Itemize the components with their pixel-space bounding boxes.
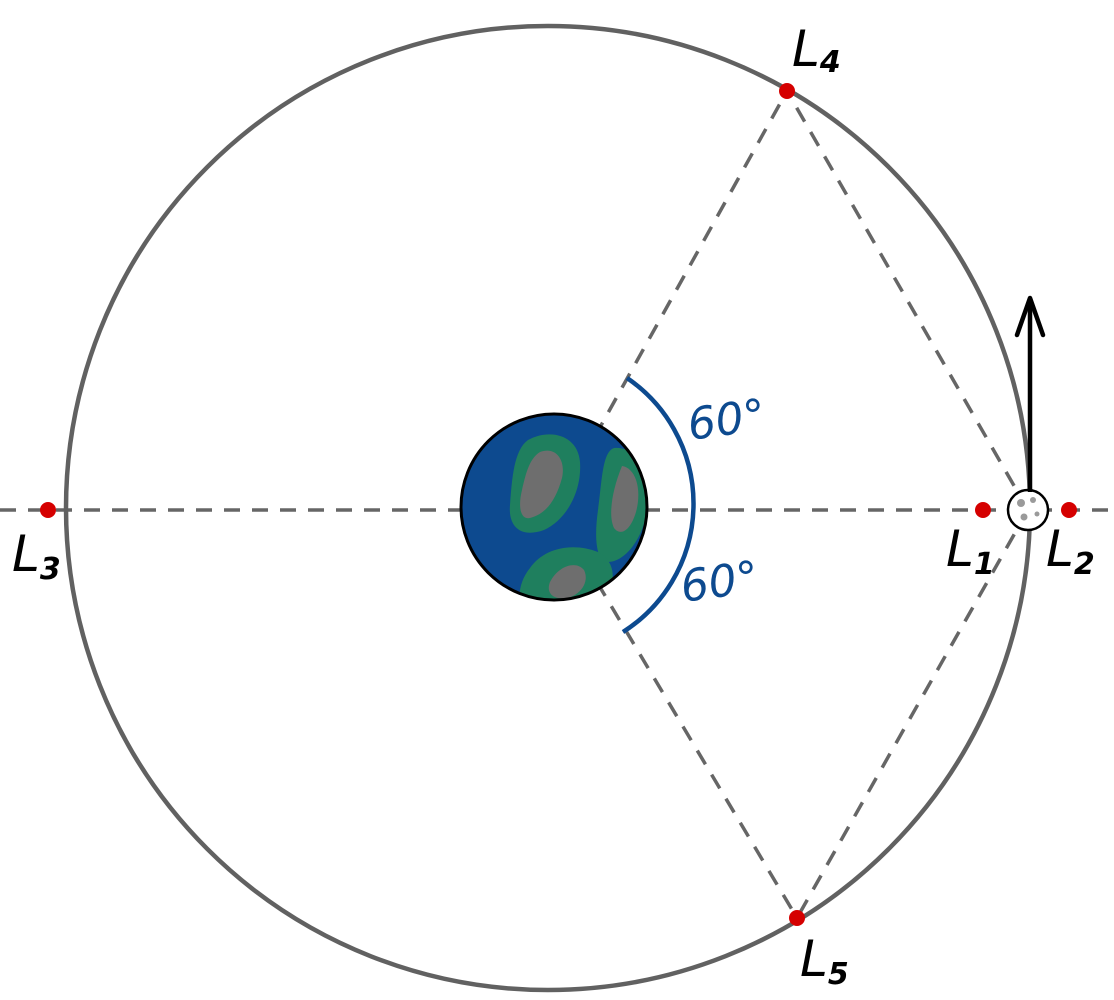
l2-point [1061, 502, 1077, 518]
moon-to-l4-line [785, 90, 1030, 511]
upper-angle-label: 60° [684, 390, 768, 451]
moon-to-l5-line [795, 509, 1030, 919]
l3-label: L3 [12, 525, 61, 587]
moon-icon [1006, 488, 1050, 532]
earth-icon [459, 412, 649, 602]
earth-to-l4-line [552, 90, 789, 511]
earth-to-l5-line [552, 509, 799, 919]
arrow-up-icon [1014, 295, 1046, 492]
l4-label: L4 [792, 20, 841, 80]
l1-point [975, 502, 991, 518]
l5-label: L5 [800, 930, 849, 992]
sixty-degree-arc [621, 376, 696, 634]
l2-label: L2 [1046, 520, 1095, 582]
l3-point [40, 502, 56, 518]
l1-label: L1 [946, 520, 995, 582]
l4-point [779, 83, 795, 99]
l5-point [789, 910, 805, 926]
lower-angle-label: 60° [677, 552, 761, 613]
